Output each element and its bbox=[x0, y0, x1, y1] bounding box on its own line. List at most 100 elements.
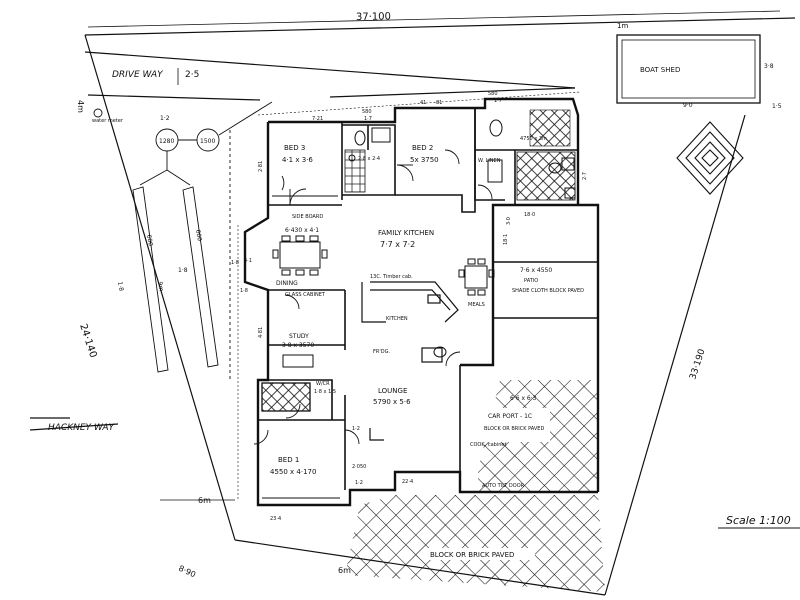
right-boundary-dimension: 33·190 bbox=[688, 348, 707, 381]
patio-size: 7·6 x 4550 bbox=[520, 267, 552, 274]
bed1-size: 4550 x 4·170 bbox=[270, 468, 316, 476]
tank-1-size: 1280 bbox=[159, 138, 174, 145]
dim-20: 1·2 bbox=[355, 480, 363, 486]
dining-size: 6·430 x 4·1 bbox=[285, 227, 319, 234]
site-boundary bbox=[29, 17, 796, 596]
meals-name: MEALS bbox=[468, 302, 485, 308]
bed3-size: 4·1 x 3·6 bbox=[282, 156, 313, 164]
boat-shed-depth: 3·8 bbox=[764, 63, 774, 70]
dim-15: 22·4 bbox=[402, 479, 413, 485]
wcr-size-note: 1·8 x 1·5 bbox=[314, 389, 336, 395]
carport-label-backdrop bbox=[480, 408, 550, 442]
dim-6: 580 bbox=[488, 91, 498, 97]
pyramid-roof-symbol bbox=[676, 121, 744, 195]
left-boundary-dimension: 24·140 bbox=[77, 323, 98, 360]
study-size: 3·8 x 3570 bbox=[282, 342, 314, 349]
top-boundary-dimension: 37·100 bbox=[356, 11, 391, 23]
bath-size: 4750 x 3m bbox=[520, 136, 547, 142]
dim-13: 1·2 bbox=[352, 426, 360, 432]
dim-21: 23·4 bbox=[270, 516, 281, 522]
dim-5: 81 bbox=[436, 100, 442, 106]
boat-shed-label: BOAT SHED bbox=[640, 66, 680, 74]
patio-surface: SHADE CLOTH BLOCK PAVED bbox=[512, 288, 584, 294]
edge-dimension-left: 4m bbox=[76, 100, 85, 113]
carport-size: 6·6 x 6·3 bbox=[510, 395, 537, 402]
internal-walls bbox=[258, 108, 578, 490]
laundry-tiles bbox=[516, 151, 576, 201]
patio-name: PATIO bbox=[524, 278, 538, 284]
paving-label-backdrop bbox=[425, 548, 535, 560]
auto-door-note: AUTO TILT DOOR bbox=[482, 483, 525, 489]
pipe-dim-d: 1·8 bbox=[178, 267, 188, 274]
dim-16: 18·0 bbox=[524, 212, 535, 218]
dim-12: 4·81 bbox=[258, 327, 264, 338]
scale-label: Scale 1:100 bbox=[726, 514, 791, 527]
water-meter-label: water meter bbox=[92, 118, 124, 124]
side-board-note: SIDE BOARD bbox=[292, 214, 323, 220]
bed2-name: BED 2 bbox=[412, 144, 433, 152]
bed2-size: 5x 3750 bbox=[410, 156, 439, 164]
notes: SIDE BOARD GLASS CABINET FR'DG. AUTO TIL… bbox=[285, 214, 525, 559]
kitchen-bench bbox=[361, 281, 459, 363]
dim-7: 1·7 bbox=[494, 98, 502, 104]
door-swings bbox=[253, 149, 493, 445]
bottom-dimension: 6m bbox=[338, 566, 351, 575]
dim-8: 2·81 bbox=[258, 161, 264, 172]
bed3-name: BED 3 bbox=[284, 144, 305, 152]
dimension-labels: 7·21 580 1·7 41 81 580 1·7 2·81 1·8 4·1 … bbox=[231, 91, 588, 522]
boat-shed bbox=[616, 34, 761, 104]
house-walls bbox=[243, 97, 600, 507]
glass-cabinet-note: GLASS CABINET bbox=[285, 292, 326, 298]
tank-2-size: 1500 bbox=[200, 138, 215, 145]
dim-11: 1·8 bbox=[240, 288, 248, 294]
wcr-note: W/CR bbox=[316, 381, 330, 387]
eaves bbox=[237, 91, 581, 500]
driveway-label: DRIVE WAY bbox=[112, 70, 164, 80]
bath-tiles bbox=[529, 109, 571, 147]
pipe-dim-c: 1·8 bbox=[116, 281, 125, 292]
top-right-setback: 1m bbox=[617, 22, 628, 30]
dim-19: 2·7 bbox=[582, 172, 588, 180]
dim-14: 2·050 bbox=[352, 464, 366, 470]
dim-9: 1·8 bbox=[231, 260, 239, 266]
drain-line-1: 600 bbox=[145, 234, 154, 247]
dim-3: 1·7 bbox=[364, 116, 372, 122]
carport-surface: BLOCK OR BRICK PAVED bbox=[484, 426, 544, 432]
fridge-note: FR'DG. bbox=[373, 349, 390, 355]
lounge-size: 5790 x 5·6 bbox=[373, 398, 411, 406]
lounge-entry bbox=[369, 428, 384, 441]
street-name: HACKNEY WAY bbox=[48, 423, 115, 433]
septic-system bbox=[132, 101, 273, 380]
family-name: FAMILY KITCHEN bbox=[378, 229, 434, 237]
kitchen-bench-note: 13C. Timber cab. bbox=[370, 274, 413, 280]
dining-name: DINING bbox=[276, 280, 298, 287]
bottom-left-dimension: 8·90 bbox=[177, 564, 197, 580]
left-setback: 6m bbox=[198, 496, 211, 505]
pipe-dim-b: 9m bbox=[156, 281, 165, 292]
drain-line-2: 600 bbox=[194, 229, 203, 242]
cook-cabinet-note: COOK. cabinet bbox=[470, 442, 506, 448]
dim-10: 4·1 bbox=[244, 258, 252, 264]
ensuite-size: 2·8 x 2·4 bbox=[358, 156, 380, 162]
meals-table bbox=[458, 258, 495, 296]
dining-table bbox=[272, 235, 328, 276]
family-size: 7·7 x 7·2 bbox=[380, 240, 415, 249]
carport-name: CAR PORT - 1C bbox=[488, 413, 532, 420]
pipe-dim-a: 1·2 bbox=[160, 115, 170, 122]
dim-18: 18·1 bbox=[503, 234, 509, 245]
dim-17: 3·0 bbox=[506, 217, 512, 225]
paving-note: BLOCK OR BRICK PAVED bbox=[430, 551, 514, 559]
linen-label: W. LINEN bbox=[478, 158, 501, 164]
boat-shed-setback: 1·5 bbox=[772, 103, 782, 110]
boat-shed-width: 9·0 bbox=[683, 102, 693, 109]
driveway-width: 2·5 bbox=[185, 70, 199, 80]
fixtures bbox=[348, 119, 576, 358]
dim-4: 41 bbox=[420, 100, 426, 106]
fireplace bbox=[261, 382, 311, 412]
desk bbox=[282, 354, 314, 368]
bed1-name: BED 1 bbox=[278, 456, 299, 464]
top-dimension bbox=[87, 10, 781, 28]
lounge-name: LOUNGE bbox=[378, 387, 407, 395]
study-name: STUDY bbox=[289, 333, 309, 340]
